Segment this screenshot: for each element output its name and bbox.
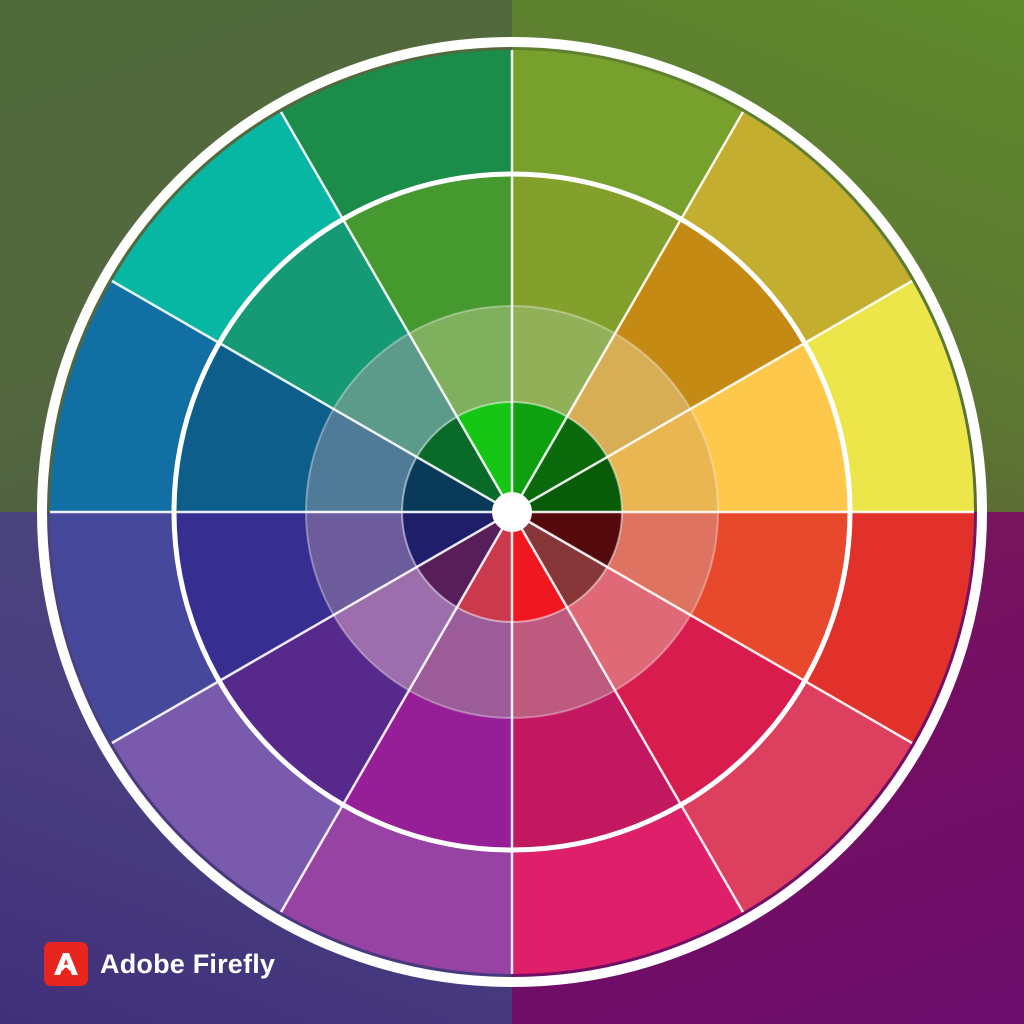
adobe-firefly-logo-icon (44, 942, 88, 986)
wheel-segment-core-7 (457, 512, 512, 622)
wheel-center-dot (492, 492, 532, 532)
wheel-segment-outer-8 (111, 681, 343, 913)
wheel-divider-line (111, 510, 513, 745)
watermark: Adobe Firefly (44, 942, 275, 986)
wheel-segment-inner-10 (306, 409, 417, 512)
wheel-ring-outline-2 (171, 171, 853, 853)
wheel-divider-line (511, 510, 913, 745)
wheel-segment-middle-12 (343, 174, 512, 334)
wheel-divider-line (279, 511, 514, 913)
wheel-segment-middle-1 (512, 174, 681, 334)
wheel-segment-middle-6 (512, 690, 681, 850)
color-wheel-outlines (37, 37, 987, 987)
wheel-segment-inner-3 (607, 409, 718, 512)
wheel-segment-middle-9 (174, 512, 334, 681)
wheel-segment-inner-7 (409, 607, 512, 718)
wheel-ring-outline-4 (401, 401, 623, 623)
wheel-segment-core-10 (402, 457, 512, 512)
wheel-segment-middle-3 (690, 343, 850, 512)
wheel-segment-inner-1 (512, 306, 615, 417)
wheel-segment-middle-4 (690, 512, 850, 681)
wheel-divider-line (510, 111, 745, 513)
wheel-divider-line (510, 511, 745, 913)
wheel-segment-core-12 (457, 402, 512, 512)
wheel-segment-inner-12 (409, 306, 512, 417)
wheel-segment-middle-5 (615, 615, 805, 805)
wheel-segment-core-11 (416, 416, 512, 512)
wheel-segment-inner-9 (306, 512, 417, 615)
wheel-segment-inner-4 (607, 512, 718, 615)
wheel-segment-middle-2 (615, 219, 805, 409)
wheel-segment-outer-5 (681, 681, 913, 913)
wheel-segment-core-9 (402, 512, 512, 567)
wheel-segment-core-5 (512, 512, 608, 608)
wheel-divider-line (279, 111, 514, 513)
watermark-text: Adobe Firefly (100, 948, 276, 979)
wheel-segment-outer-11 (111, 111, 343, 343)
wheel-segment-core-6 (512, 512, 567, 622)
color-wheel-segments (50, 50, 974, 974)
wheel-segment-core-8 (416, 512, 512, 608)
wheel-segment-middle-10 (174, 343, 334, 512)
wheel-segment-core-3 (512, 457, 622, 512)
wheel-segment-middle-7 (343, 690, 512, 850)
wheel-ring-outline-1 (37, 37, 987, 987)
wheel-segment-core-1 (512, 402, 567, 512)
wheel-divider-line (111, 279, 513, 514)
wheel-segment-inner-6 (512, 607, 615, 718)
wheel-segment-middle-11 (219, 219, 409, 409)
wheel-segment-middle-8 (219, 615, 409, 805)
wheel-segment-core-2 (512, 416, 608, 512)
wheel-segment-core-4 (512, 512, 622, 567)
wheel-divider-line (511, 279, 913, 514)
wheel-ring-outline-3 (305, 305, 719, 719)
wheel-segment-outer-2 (681, 111, 913, 343)
